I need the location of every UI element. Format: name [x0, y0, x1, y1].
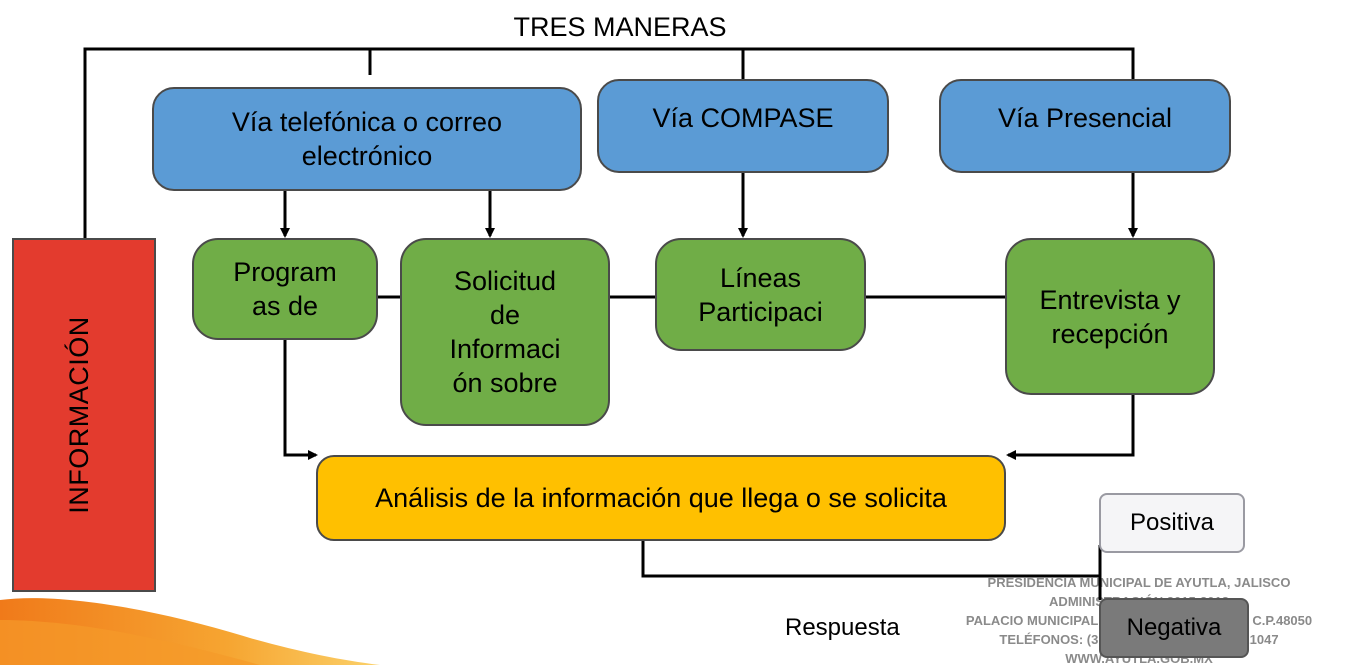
analysis-label: Análisis de la información que llega o s… [375, 483, 947, 513]
step-label: Líneas Participaci [698, 262, 823, 327]
negative-label: Negativa [1126, 614, 1222, 641]
channel-label: Vía telefónica o correo electrónico [231, 107, 503, 171]
negative-box: Negativa [1099, 598, 1249, 658]
response-line [641, 540, 1100, 578]
top-bracket-line [83, 47, 1135, 238]
positive-box: Positiva [1099, 493, 1245, 553]
step-solicitud: Solicitud de Informaci ón sobre [400, 238, 610, 426]
channel-label: Vía Presencial [997, 103, 1173, 133]
response-label: Respuesta [785, 614, 900, 641]
arrow-line [1006, 395, 1135, 460]
channel-compase: Vía COMPASE [597, 79, 889, 173]
step-lineas: Líneas Participaci [655, 238, 866, 351]
information-label: INFORMACIÓN [64, 316, 94, 514]
decorative-swoosh [0, 598, 380, 665]
footer-line: PRESIDENCIA MUNICIPAL DE AYUTLA, JALISCO [987, 575, 1291, 590]
information-box [12, 238, 156, 592]
step-label: Entrevista y recepción [1039, 284, 1181, 349]
channel-presencial: Vía Presencial [939, 79, 1231, 173]
arrow-line [283, 340, 318, 460]
analysis-box: Análisis de la información que llega o s… [316, 455, 1006, 541]
step-label: Solicitud de Informaci ón sobre [449, 266, 561, 398]
positive-label: Positiva [1129, 509, 1215, 536]
channel-phone-email: Vía telefónica o correo electrónico [152, 87, 582, 191]
step-label: Program as de [233, 257, 337, 321]
step-programas: Program as de [192, 238, 378, 340]
channel-label: Vía COMPASE [652, 103, 834, 133]
step-entrevista: Entrevista y recepción [1005, 238, 1215, 395]
diagram-title: TRES MANERAS [513, 12, 727, 42]
